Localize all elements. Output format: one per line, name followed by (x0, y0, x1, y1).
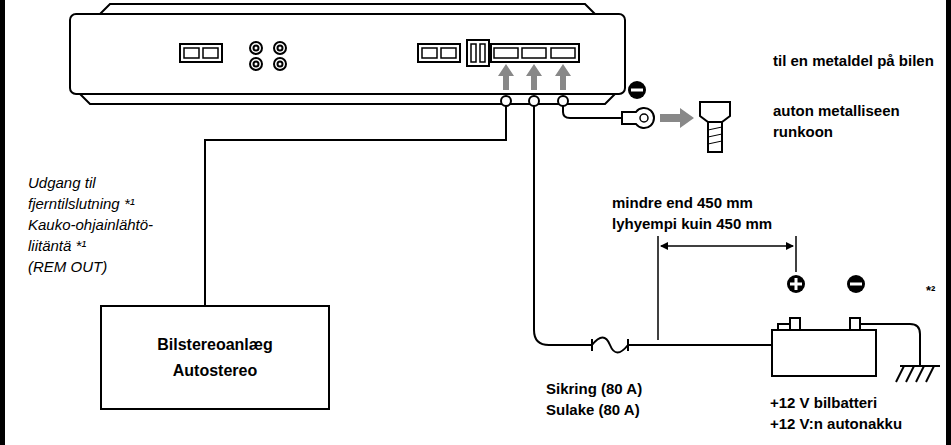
ring-terminals (501, 96, 568, 106)
note-mark: *² (926, 280, 935, 301)
node-text: Autostereo (173, 358, 257, 384)
amplifier (70, 4, 625, 104)
battery-label: +12 V:n autonakku (770, 413, 902, 434)
remote-out-label: Kauko-ohjainlähtö- liitäntä *¹ (28, 214, 178, 256)
ground-label: til en metaldel på bilen (773, 50, 938, 71)
node-text: Bilstereoanlæg (157, 332, 273, 358)
remote-out-label: Udgang til fjerntilslutning *¹ (28, 172, 178, 214)
remote-out-label: (REM OUT) (28, 256, 107, 277)
insert-arrows (498, 64, 571, 90)
ground-label: auton metalliseen runkoon (773, 100, 938, 142)
ground-lug (622, 102, 730, 152)
battery (772, 318, 876, 376)
dimension-label: lyhyempi kuin 450 mm (612, 213, 772, 234)
battery-label: +12 V bilbatteri (770, 392, 877, 413)
stereo-box: BilstereoanlægAutostereo (100, 305, 330, 410)
dimension-label: mindre end 450 mm (612, 192, 753, 213)
fuse-label: Sulake (80 A) (546, 399, 640, 420)
fuse-label: Sikring (80 A) (546, 378, 642, 399)
dimension (658, 236, 796, 340)
